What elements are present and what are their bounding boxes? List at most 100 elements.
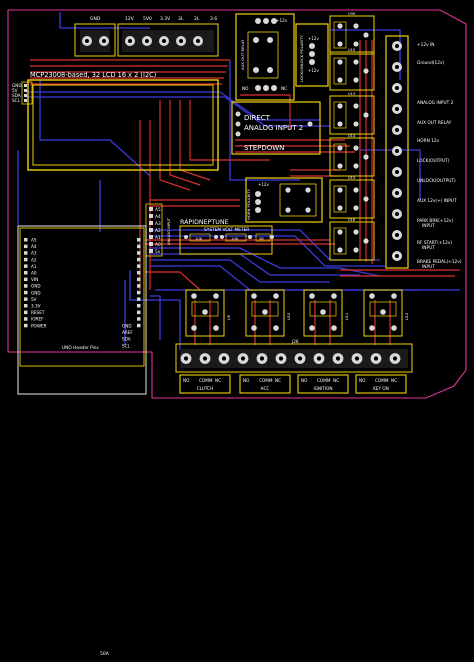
- output-group-name: IGNITION: [313, 386, 332, 391]
- relay-pad: [391, 325, 397, 331]
- uno-pin-label: A4: [31, 244, 37, 249]
- relay-tag: U14: [348, 134, 356, 138]
- relay-coil: [309, 301, 337, 317]
- output-pin-label: COMM: [199, 378, 213, 383]
- relay-pad: [191, 325, 197, 331]
- relay-pad: [262, 309, 268, 315]
- relay-coil: [333, 143, 347, 171]
- uno-pin-label: A2: [31, 257, 37, 262]
- terminal-drill: [354, 356, 360, 361]
- connector-drill: [395, 128, 399, 132]
- relay-pad: [337, 145, 343, 151]
- uno-pin-label: GND: [31, 284, 41, 289]
- relay-pad: [213, 325, 219, 331]
- horn-polarity-block: +12v HORN POLARITY: [245, 177, 323, 223]
- relay-coil: [251, 301, 279, 317]
- bottom-terminal-label: J26: [291, 339, 299, 344]
- connector-drill: [395, 44, 399, 48]
- lcd-module: MCP23008-based, 32 LCD 16 x 2 (I2C) GND …: [12, 71, 219, 171]
- connector-label: UNLOCK(OUTPUT): [417, 178, 456, 184]
- top-power-terminal: GND 12V 5V0 3.3V 3L 2L 3.6: [74, 16, 219, 57]
- uno-pin-pad: [137, 284, 141, 288]
- board-footer-label: 50A: [100, 651, 110, 657]
- relay-pad: [353, 77, 359, 83]
- uno-pin-pad: [137, 264, 141, 268]
- analog-pin-label: A3: [155, 221, 161, 227]
- uno-pin-pad: [137, 244, 141, 249]
- connector-label: Ground(12v): [417, 60, 444, 66]
- relay-coil: [333, 185, 347, 213]
- relay-pad: [353, 163, 359, 169]
- terminal-label: 2L: [194, 16, 200, 22]
- relay-outline: [329, 137, 375, 177]
- stepdown-label: STEPDOWN: [244, 144, 284, 152]
- relay-coil: [369, 301, 397, 317]
- relay-pad: [380, 309, 386, 315]
- relay-tag: U9: [227, 314, 231, 320]
- relay-tag: U12: [405, 313, 409, 320]
- uno-pin-label: VIN: [31, 277, 38, 282]
- relay-outline: [329, 95, 375, 135]
- relay-outline: [329, 179, 375, 219]
- analog-input-header: A5 A4 A3 A2 A1 A0 5v ANALOG INPUT: [145, 203, 171, 257]
- relay-pad: [363, 238, 369, 244]
- relay-pad: [273, 325, 279, 331]
- terminal-label: 3.3V: [160, 16, 171, 22]
- relay-coil: [191, 301, 219, 317]
- output-group-box: [179, 374, 231, 394]
- relay-pad: [331, 293, 337, 299]
- uno-pin-pad: [137, 251, 141, 255]
- relay-coil: [333, 227, 347, 255]
- connector-label: RF START(+12v)INPUT: [417, 240, 452, 251]
- relay-pad: [363, 68, 369, 74]
- output-pin-label: NC: [275, 378, 281, 383]
- uno-pin-label: A0: [31, 271, 37, 276]
- uno-pin-pad: [24, 284, 28, 288]
- output-group-box: [297, 374, 349, 394]
- uno-pin-label: AREF: [122, 330, 133, 335]
- relay-pad: [363, 112, 369, 118]
- connector-label: ANALOG INPUT 2: [417, 100, 454, 106]
- relay-pad: [353, 103, 359, 109]
- relay-tag: U39: [348, 12, 356, 16]
- connector-label: LOCK(OUTPUT): [417, 158, 450, 164]
- output-pin-label: COMM: [317, 378, 331, 383]
- analog-input-label: ANALOG INPUT 2: [244, 124, 303, 132]
- relay-pad: [391, 293, 397, 299]
- relay-pad: [353, 187, 359, 193]
- horn-top-label: +12v: [258, 182, 269, 187]
- relay-pad: [337, 205, 343, 211]
- relay-nc-label: NC: [281, 86, 287, 91]
- analog-pin-label: A0: [155, 242, 161, 248]
- uno-pin-label: A1: [31, 264, 37, 269]
- lock-polarity-block: +12v +12v LOCK/UNLOCK POLARITY: [295, 23, 329, 87]
- terminal-drill: [183, 356, 189, 361]
- relay-pad: [320, 309, 326, 315]
- terminal-drill: [240, 356, 246, 361]
- output-pin-label: COMM: [375, 378, 389, 383]
- relay-pad: [337, 77, 343, 83]
- uno-pin-label: 5V: [31, 297, 37, 302]
- analog-pin-label: 5v: [155, 249, 161, 255]
- horn-side-label: HORN POLARITY: [246, 188, 251, 220]
- relay-pad: [213, 293, 219, 299]
- output-pin-label: NC: [215, 378, 221, 383]
- output-group-name: ACC: [261, 386, 270, 391]
- relay-tag: U19: [348, 48, 356, 52]
- analog-pin-label: A4: [155, 214, 161, 220]
- bottom-terminal-block: J26: [175, 339, 413, 373]
- relay-pad: [353, 23, 359, 29]
- terminal-drill: [392, 356, 398, 361]
- relay-no-label: NO: [242, 86, 249, 91]
- relay-pad: [369, 293, 375, 299]
- uno-label: UNO Header Pins: [62, 345, 100, 351]
- volt-meter-subtitle: SYSTEM VOLT METER: [204, 227, 249, 233]
- uno-pin-pad: [24, 257, 28, 262]
- relay-coil: [333, 57, 347, 85]
- connector-drill: [395, 212, 399, 216]
- terminal-drill: [221, 356, 227, 361]
